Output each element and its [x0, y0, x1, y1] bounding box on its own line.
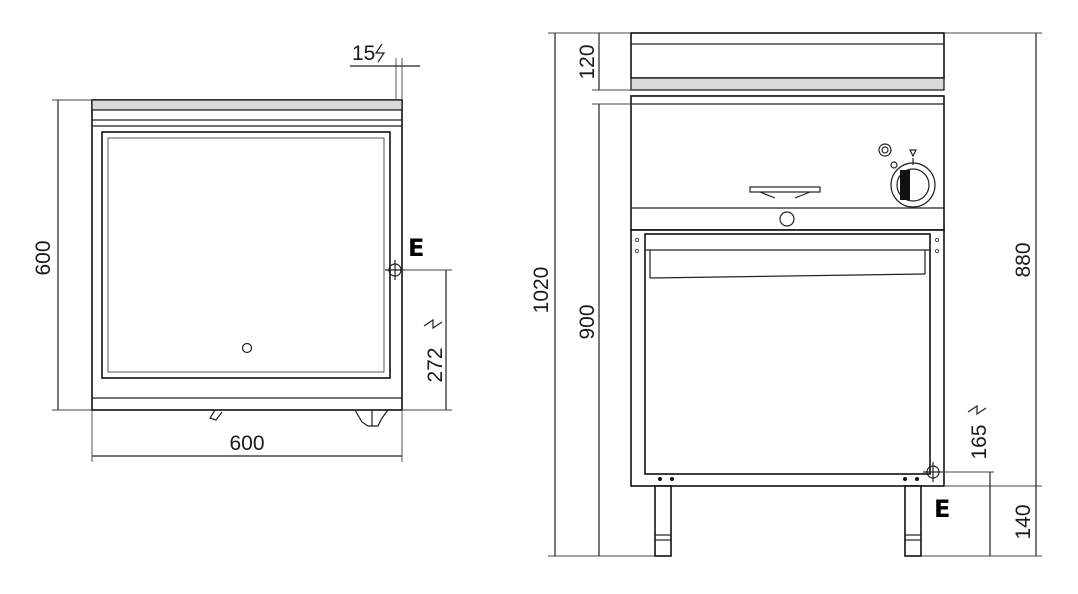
drain-outlet: [779, 211, 795, 227]
cabinet-opening: [644, 233, 931, 475]
top-rim: [630, 77, 945, 91]
tolerance-icon: [423, 318, 443, 330]
dim-width: 600: [229, 432, 264, 455]
dim-total-height: 1020: [530, 267, 553, 314]
top-view-inner-panel: [101, 131, 391, 379]
indicator-light: [878, 143, 892, 157]
dim-backsplash: 120: [576, 44, 599, 79]
foot-right: [354, 409, 389, 427]
knob-marker-icon: [909, 149, 917, 158]
top-view-rim: [91, 99, 403, 111]
front-view: E 1020 120 900 880 140 165: [530, 32, 1042, 557]
dim-connection: 165: [968, 424, 991, 459]
control-panel: [630, 95, 945, 231]
tolerance-icon: [374, 43, 386, 63]
dim-body-height: 880: [1012, 242, 1035, 277]
dim-depth: 600: [32, 240, 55, 275]
tolerance-icon: [967, 404, 987, 416]
dim-connection-height: 272: [424, 347, 447, 382]
drain-hole: [241, 342, 253, 354]
top-view: E 600 600 15 272: [32, 42, 452, 462]
dim-work-height: 900: [576, 304, 599, 339]
knob-grip: [900, 170, 910, 200]
connection-mark-front: E: [934, 495, 950, 523]
leg-left: [654, 485, 672, 557]
dim-leg-height: 140: [1012, 504, 1035, 539]
backsplash: [630, 32, 945, 79]
foot-left: [209, 409, 223, 421]
leg-right: [904, 485, 922, 557]
connection-mark-top: E: [408, 234, 424, 262]
handle: [749, 186, 821, 193]
dim-offset: 15: [352, 42, 375, 65]
